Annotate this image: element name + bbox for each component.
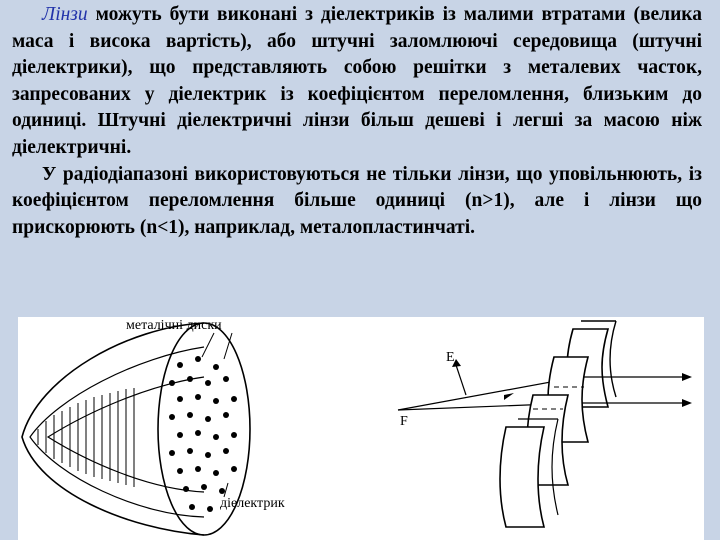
paragraph-1: Лінзи можуть бути виконані з діелектрикі…: [12, 2, 702, 162]
focus-label: F: [400, 414, 408, 429]
paragraph-2: У радіодіапазоні використовуються не тіл…: [12, 163, 702, 238]
dielectric-lens-drawing: [21, 322, 251, 536]
metal-disks-label: металічні диски: [126, 318, 222, 333]
paragraph-1-text: можуть бути виконані з діелектриків із м…: [12, 4, 702, 158]
dielectric-label: діелектрик: [220, 496, 285, 511]
metal-disks: [169, 356, 237, 512]
lenses-term: Лінзи: [42, 4, 88, 25]
lens-figure: металічні диски діелектрик E F: [18, 317, 704, 540]
lens-front-ellipse: [157, 322, 251, 536]
ray-upper: [397, 376, 579, 411]
plate-4: [499, 426, 546, 528]
lens-diagram: металічні диски діелектрик E F: [21, 318, 692, 536]
plate-1: [566, 328, 610, 408]
metal-plate-lens-drawing: [397, 320, 692, 528]
main-text: Лінзи можуть бути виконані з діелектрикі…: [12, 2, 702, 241]
lens-hatch: [37, 388, 135, 487]
e-vector-label: E: [446, 350, 455, 365]
e-vector: [455, 364, 467, 396]
lens-dome-outline: [21, 322, 205, 536]
